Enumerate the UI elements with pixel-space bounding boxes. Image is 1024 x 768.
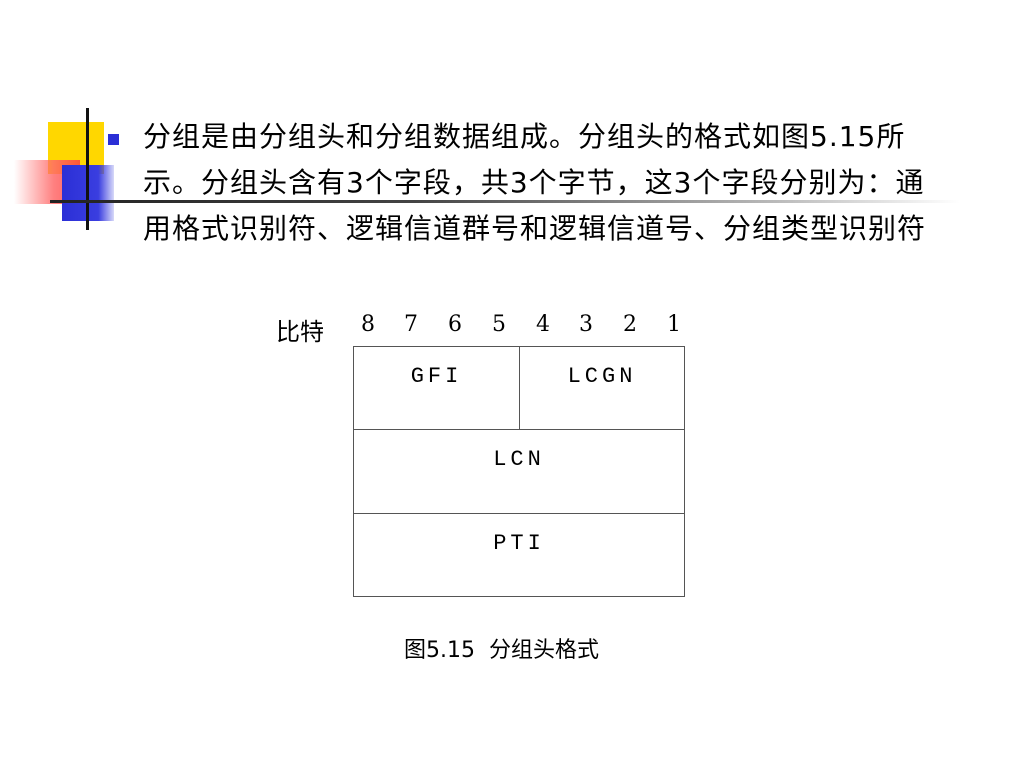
bit-2: 2 [623, 312, 637, 337]
bit-6: 6 [448, 312, 462, 337]
field-lcgn-label: LCGN [567, 363, 637, 389]
field-gfi-label: GFI [410, 363, 463, 389]
bullet-square-icon [108, 134, 119, 145]
figure-caption: 图5.15 分组头格式 [404, 632, 599, 664]
bit-1: 1 [667, 312, 681, 337]
bit-8: 8 [361, 312, 375, 337]
field-pti: PTI [353, 513, 685, 597]
bit-3: 3 [579, 312, 593, 337]
bit-5: 5 [492, 312, 506, 337]
field-lcn: LCN [353, 429, 685, 514]
caption-number: 图5.15 [404, 638, 475, 663]
decor-horizontal-line [50, 200, 960, 203]
bit-4: 4 [536, 312, 550, 337]
bit-numbers: 8 7 6 5 4 3 2 1 [354, 312, 694, 342]
decor-vertical-line [86, 108, 89, 230]
field-lcgn: LCGN [519, 346, 685, 430]
field-pti-label: PTI [493, 530, 545, 556]
field-lcn-label: LCN [493, 447, 545, 472]
caption-title: 分组头格式 [489, 638, 600, 663]
bullet-paragraph: 分组是由分组头和分组数据组成。分组头的格式如图5.15所示。分组头含有3个字段，… [143, 120, 927, 245]
field-gfi: GFI [353, 346, 520, 430]
bit-7: 7 [404, 312, 418, 337]
bit-label: 比特 [276, 318, 324, 346]
